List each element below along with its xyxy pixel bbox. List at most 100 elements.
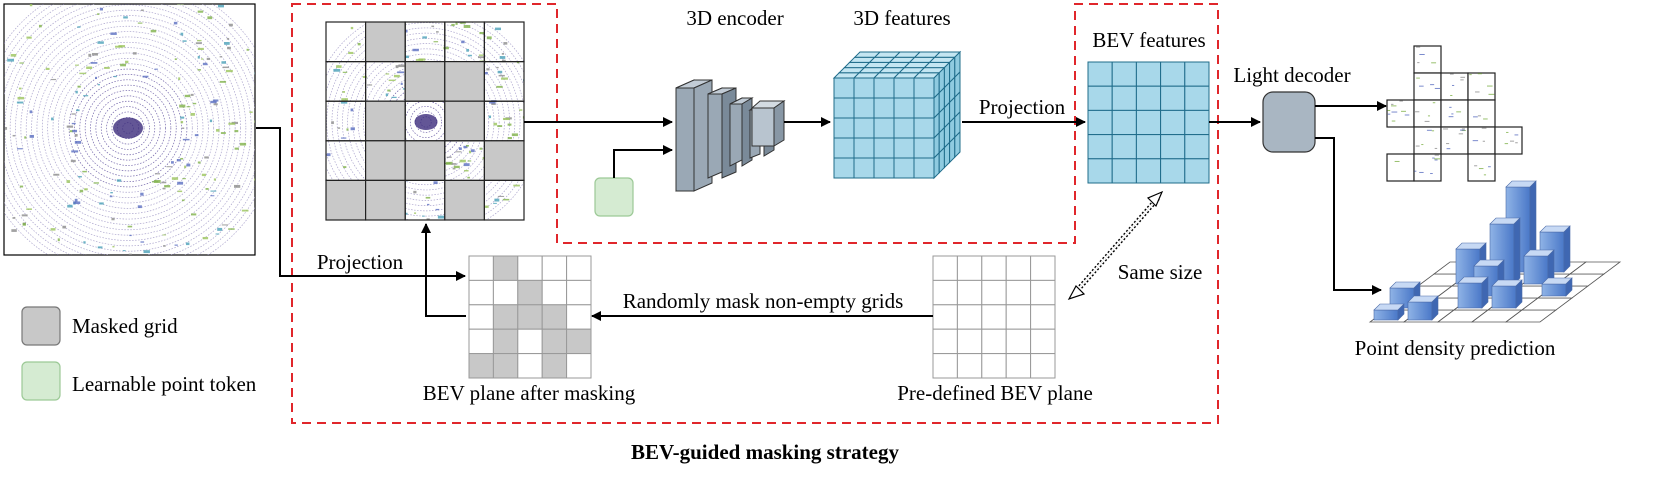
- visible-cell: [483, 100, 525, 142]
- bev-after-masking-label: BEV plane after masking: [422, 381, 636, 405]
- cube-front-cell: [833, 117, 855, 139]
- empty-cell: [541, 255, 568, 281]
- legend-point-token-label: Learnable point token: [72, 372, 257, 396]
- recon-cell: [1413, 72, 1442, 101]
- cube-front-cell: [853, 77, 875, 99]
- bev-feature-cell: [1160, 61, 1186, 87]
- masked-cell: [492, 304, 519, 330]
- bev-feature-cell: [1160, 109, 1186, 136]
- masked-cell: [404, 140, 446, 182]
- density-bar-side: [1431, 295, 1439, 321]
- bev-feature-cell: [1135, 134, 1162, 160]
- density-bar: [1407, 301, 1433, 321]
- cube-front-cell: [913, 157, 935, 179]
- bev-feature-cell: [1160, 158, 1186, 184]
- recon-cell: [1467, 126, 1496, 155]
- masked-cell: [365, 179, 406, 221]
- masking-strategy-region: [291, 3, 1219, 424]
- random-mask-label: Randomly mask non-empty grids: [622, 289, 904, 313]
- 3d-features-label: 3D features: [853, 6, 951, 30]
- density-base-cell: [1568, 261, 1622, 275]
- bev-cell: [956, 304, 983, 330]
- bev-cell: [1030, 304, 1056, 330]
- masked-point-cloud-grid: [325, 21, 525, 221]
- bev-feature-cell: [1184, 134, 1210, 160]
- learnable-point-token: [594, 177, 634, 217]
- bev-cell: [1030, 353, 1056, 379]
- legend-masked-grid-label: Masked grid: [72, 314, 178, 338]
- bev-feature-cell: [1111, 134, 1137, 160]
- predefined-bev-plane: [932, 255, 1056, 379]
- connector-arrows: [256, 101, 1387, 321]
- recon-cell: [1413, 126, 1442, 155]
- density-bar: [1457, 282, 1483, 309]
- recon-cell: [1440, 126, 1469, 155]
- bev-cell: [1005, 328, 1032, 355]
- empty-cell: [492, 279, 519, 306]
- density-bar-side: [1563, 225, 1571, 273]
- bev-cell: [956, 328, 983, 355]
- predefined-bev-label: Pre-defined BEV plane: [897, 381, 1093, 405]
- density-bar: [1491, 285, 1517, 309]
- masked-cell: [517, 304, 543, 330]
- recon-cell: [1413, 99, 1442, 128]
- cube-front-cell: [833, 97, 855, 119]
- light-decoder-label: Light decoder: [1233, 63, 1351, 87]
- recon-cell: [1467, 99, 1496, 128]
- bev-feature-cell: [1184, 109, 1210, 136]
- masked-cell: [444, 100, 485, 142]
- masked-cell: [517, 279, 543, 306]
- bev-cell: [1005, 255, 1032, 281]
- masked-cell: [541, 328, 568, 355]
- same-size-label: Same size: [1117, 260, 1203, 284]
- cube-front-cell: [913, 137, 935, 159]
- cube-front-cell: [833, 137, 855, 159]
- bev-feature-cell: [1087, 61, 1113, 87]
- masked-cell: [365, 21, 406, 63]
- bev-feature-cell: [1135, 61, 1162, 87]
- bev-feature-cell: [1111, 61, 1137, 87]
- visible-cell: [483, 21, 525, 63]
- bev-cell: [1005, 279, 1032, 306]
- bev-cell: [981, 255, 1007, 281]
- bev-features-grid: [1087, 61, 1210, 184]
- density-bar-side: [1397, 303, 1405, 321]
- legend: [21, 306, 61, 401]
- masked-cell: [492, 255, 519, 281]
- cube-front-cell: [873, 157, 895, 179]
- cube-side-cell: [933, 151, 940, 180]
- projection-left-label: Projection: [316, 250, 404, 274]
- masked-cell: [483, 140, 525, 182]
- empty-cell: [517, 353, 543, 379]
- cube-side-cell: [954, 130, 961, 159]
- bev-feature-cell: [1087, 109, 1113, 136]
- bev-cell: [1030, 279, 1056, 306]
- masked-cell: [325, 179, 367, 221]
- masked-cell: [492, 353, 519, 379]
- bev-cell: [932, 255, 958, 281]
- bev-feature-cell: [1160, 134, 1186, 160]
- empty-cell: [468, 279, 494, 306]
- cube-front-cell: [873, 117, 895, 139]
- masked-cell: [566, 328, 592, 355]
- empty-cell: [468, 328, 494, 355]
- masked-cell: [404, 60, 446, 102]
- cube-front-cell: [893, 157, 915, 179]
- projection-top-label: Projection: [978, 95, 1066, 119]
- bev-cell: [932, 353, 958, 379]
- visible-cell: [483, 60, 525, 102]
- cube-side-cell: [938, 146, 945, 175]
- empty-cell: [517, 328, 543, 355]
- point-density-bars: [1368, 180, 1622, 323]
- light-decoder-block: [1262, 91, 1316, 153]
- masked-cell: [365, 100, 406, 142]
- empty-cell: [566, 353, 592, 379]
- masked-cell: [541, 304, 568, 330]
- bev-feature-cell: [1087, 158, 1113, 184]
- density-bar-side: [1481, 276, 1489, 309]
- empty-cell: [468, 304, 494, 330]
- cube-front-cell: [853, 137, 875, 159]
- cube-front-cell: [853, 117, 875, 139]
